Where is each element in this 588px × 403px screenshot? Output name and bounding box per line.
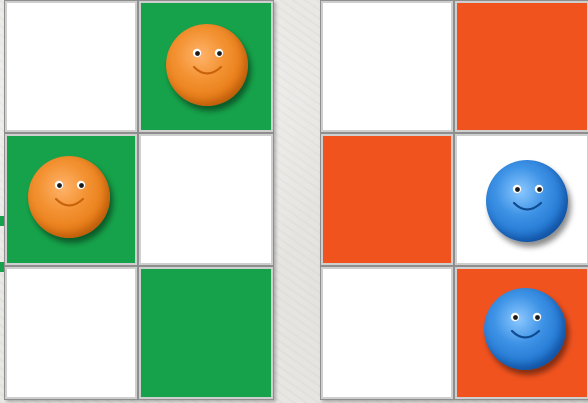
- smiley-face-icon: [486, 160, 568, 242]
- blue-token[interactable]: [486, 160, 568, 242]
- left-board-cell-r1-c1[interactable]: [138, 133, 274, 266]
- blue-token[interactable]: [484, 288, 566, 370]
- left-board-cell-r2-c1[interactable]: [138, 266, 274, 400]
- right-board-cell-r2-c0[interactable]: [320, 266, 454, 400]
- left-board-cell-r2-c0[interactable]: [4, 266, 138, 400]
- left-board: [4, 0, 274, 400]
- orange-token[interactable]: [28, 156, 110, 238]
- right-board: [320, 0, 588, 400]
- edge-marker: [0, 262, 4, 272]
- smiley-face-icon: [166, 24, 248, 106]
- right-board-cell-r0-c1[interactable]: [454, 0, 588, 133]
- right-board-cell-r1-c0[interactable]: [320, 133, 454, 266]
- smiley-face-icon: [484, 288, 566, 370]
- left-board-cell-r0-c0[interactable]: [4, 0, 138, 133]
- right-board-cell-r0-c0[interactable]: [320, 0, 454, 133]
- orange-token[interactable]: [166, 24, 248, 106]
- smiley-face-icon: [28, 156, 110, 238]
- edge-marker: [0, 216, 4, 226]
